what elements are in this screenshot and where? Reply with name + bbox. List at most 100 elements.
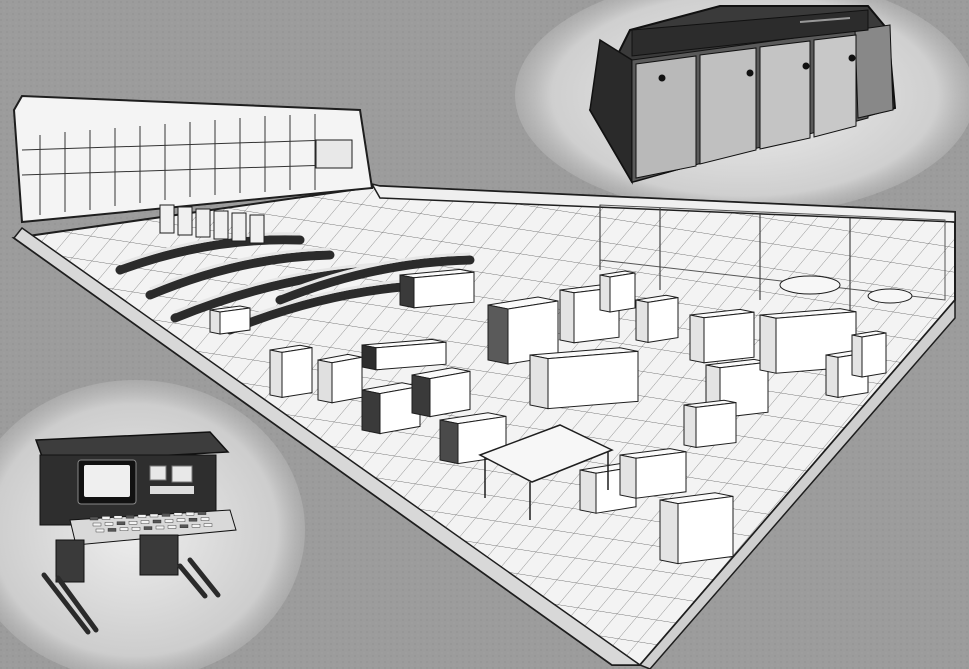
console-key [140, 520, 150, 524]
console-key [137, 514, 147, 518]
gallery-seat-block [231, 212, 247, 242]
operator-console-panel [279, 252, 471, 296]
operator-console-panel [149, 247, 331, 291]
terminal-stand-side [269, 349, 283, 399]
tape-drive [361, 382, 421, 435]
large-cabinet [659, 492, 734, 565]
console-key [116, 521, 126, 525]
console-main-screen [84, 465, 130, 497]
console-key [125, 515, 135, 519]
round-table [779, 275, 841, 295]
processor-cabinet-front [861, 332, 887, 378]
door-handle-icon [802, 62, 810, 70]
console-key [113, 515, 123, 519]
console-left-foot [41, 572, 99, 635]
console-key [131, 527, 141, 531]
console-key [188, 518, 198, 522]
console-key [173, 512, 183, 516]
console-key [89, 516, 99, 521]
gallery-seat-block [213, 210, 229, 240]
processor-cabinet-bank-side [759, 314, 777, 374]
memory-cabinet-front [647, 297, 679, 343]
file-cabinet-side [599, 274, 611, 313]
console-key [185, 512, 195, 516]
disk-unit-side [579, 469, 597, 514]
disk-unit [579, 463, 637, 514]
console-leg-panel [139, 534, 179, 576]
console-key [200, 517, 210, 521]
round-table [867, 288, 913, 304]
console-key [191, 524, 201, 528]
mainframe-inset [588, 5, 897, 185]
partition-posts [599, 205, 851, 310]
mainframe-door [759, 40, 811, 150]
card-reader [399, 268, 475, 309]
operator-console-panel [119, 232, 301, 266]
gallery-seat-block [195, 208, 211, 238]
tape-drive-side [411, 374, 431, 418]
console-key [143, 526, 153, 530]
console-key [95, 528, 105, 533]
memory-cabinet-bank-side [529, 354, 549, 410]
mainframe-end-panel [854, 24, 894, 119]
door-handle-icon [848, 54, 856, 62]
operator-desk-unit-side [209, 309, 221, 335]
console-small-screen [171, 465, 193, 483]
door-handle-icon [746, 69, 754, 77]
memory-cabinet-front [703, 311, 755, 364]
console-desk-dark-side [361, 344, 377, 371]
operator-desk-unit [209, 305, 251, 335]
memory-cabinet-bank [529, 347, 639, 410]
terminal-stand [269, 344, 313, 399]
console-key [164, 519, 174, 523]
gallery-seat-block [177, 206, 193, 236]
disk-unit-front [635, 451, 687, 499]
console-key [119, 527, 129, 531]
large-cabinet-front [677, 495, 734, 565]
operator-desk-unit-front [219, 307, 251, 335]
console-key [92, 522, 102, 527]
console-key [152, 519, 162, 524]
tape-drive-front [379, 385, 421, 435]
console-right-foot [177, 557, 221, 599]
disk-unit-front [695, 402, 737, 448]
building-cutaway [11, 94, 956, 669]
work-table-legs [484, 452, 609, 520]
disk-unit-side [683, 404, 697, 449]
mainframe-door [699, 47, 757, 165]
processor-cabinet [851, 330, 887, 378]
operator-console-desk [115, 235, 305, 275]
console-button-bank [89, 511, 213, 533]
console-key [179, 524, 189, 528]
observation-gallery-wall [12, 94, 374, 224]
tape-drive [411, 367, 471, 418]
console-small-screen [149, 465, 167, 481]
mainframe-indicator-strip [799, 17, 851, 23]
mainframe-door [635, 55, 697, 179]
console-key [107, 528, 117, 532]
storage-cabinet-side [317, 359, 333, 404]
memory-cabinet-bank-front [547, 350, 639, 410]
operator-console-panel [174, 262, 381, 314]
memory-cabinet [689, 308, 755, 364]
mainframe-door [813, 34, 857, 138]
work-table [478, 424, 614, 483]
back-wall [370, 182, 956, 223]
disk-unit-side [619, 454, 637, 499]
console-key [203, 523, 213, 527]
memory-cabinet [635, 294, 679, 344]
disk-unit [683, 399, 737, 449]
console-desk-dark-front [375, 341, 447, 371]
processor-cabinet-side [851, 334, 863, 378]
tape-drive-side [361, 389, 381, 435]
console-key [104, 522, 114, 526]
large-cabinet-side [659, 499, 679, 565]
wall-monitor [315, 139, 353, 169]
gallery-seat-block [249, 214, 265, 244]
line-printer-side [439, 419, 459, 465]
gallery-window-mullions [21, 114, 331, 215]
control-console-inset [34, 431, 237, 635]
memory-cabinet-side [635, 299, 649, 344]
